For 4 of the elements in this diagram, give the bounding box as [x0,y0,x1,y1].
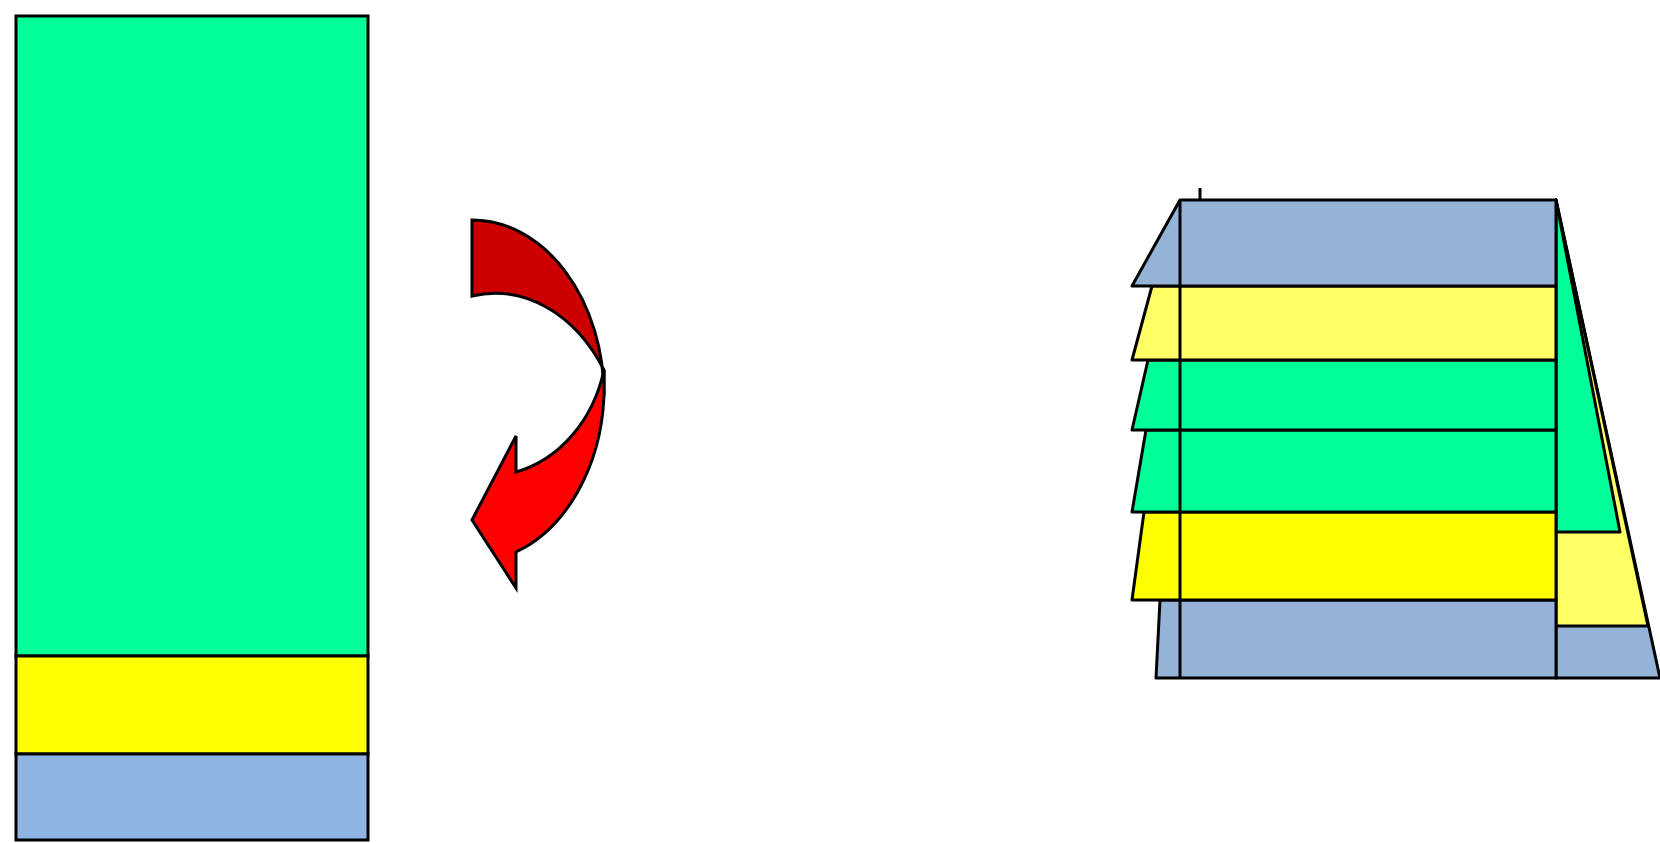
middle-layer-block [14,654,370,756]
bottom-layer-block [14,752,370,842]
top-layer-block [14,14,370,658]
layered-stack-drawing [1130,188,1660,680]
